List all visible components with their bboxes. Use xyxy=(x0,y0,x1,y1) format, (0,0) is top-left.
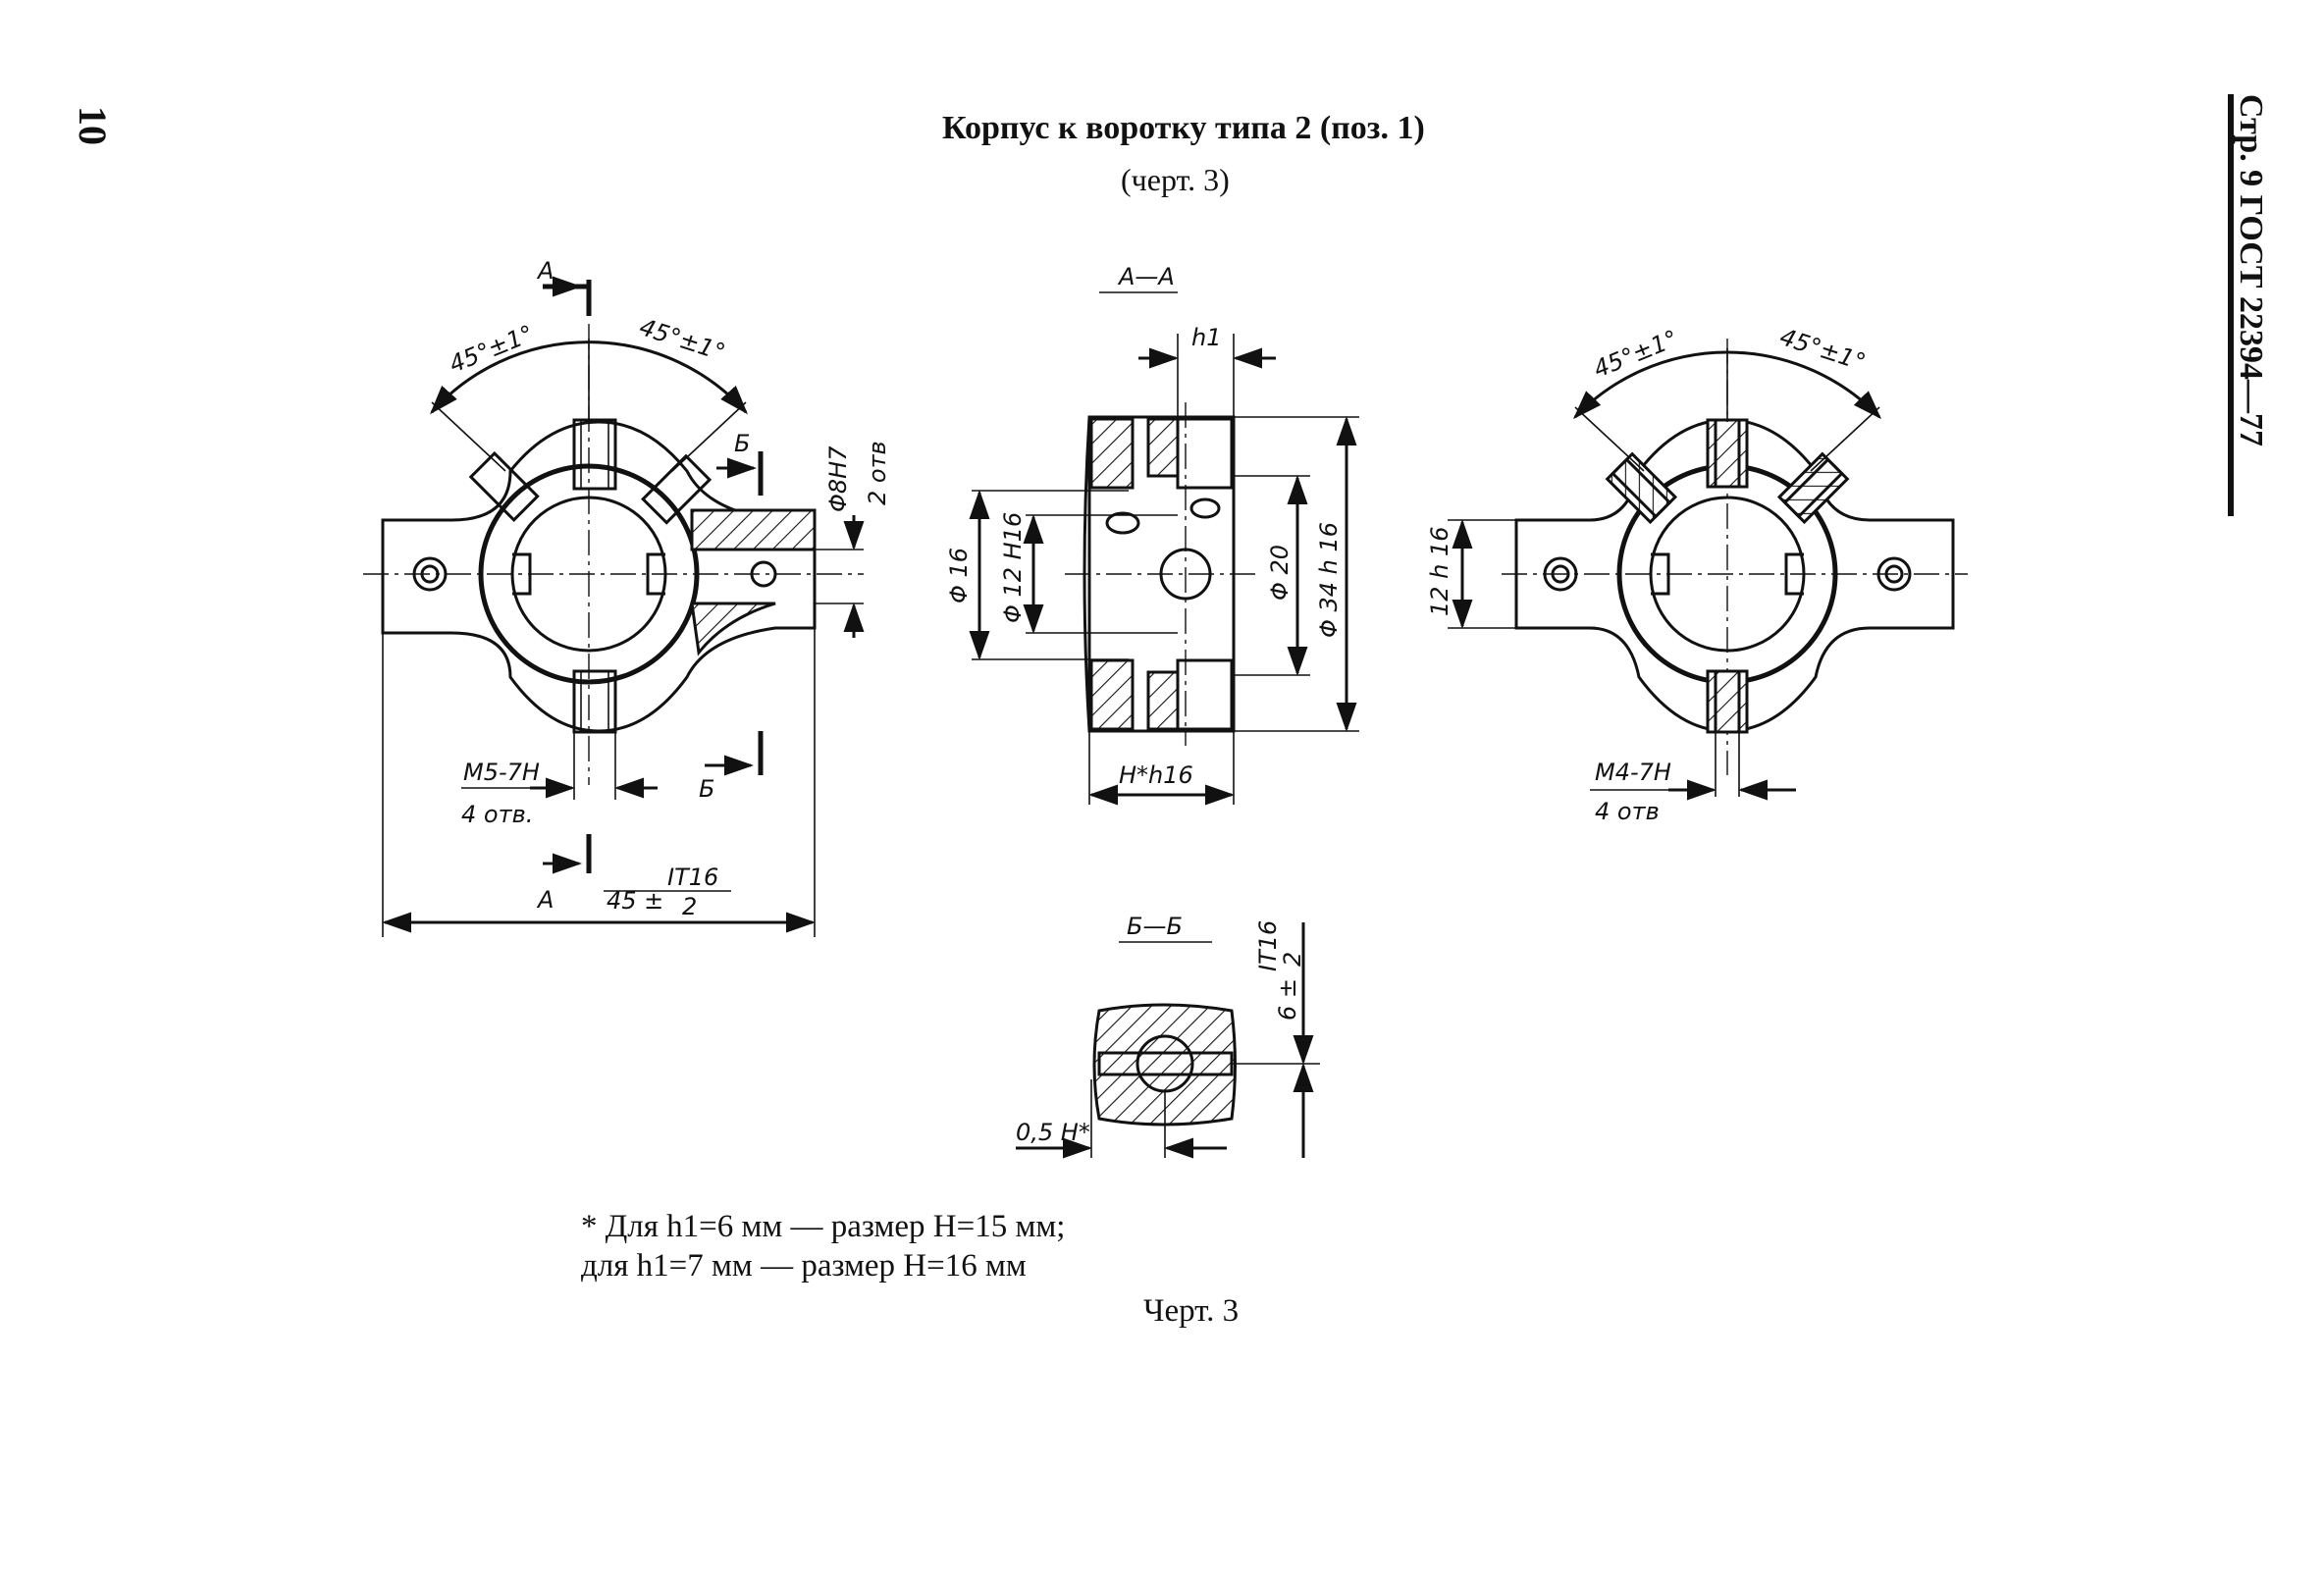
holes-2-label: 2 отв xyxy=(864,441,891,505)
holes-4a-label: 4 отв. xyxy=(461,801,533,828)
left-view xyxy=(363,276,865,937)
page-title: Корпус к воротку типа 2 (поз. 1) xyxy=(942,110,1425,146)
dim-12h16-label: 12 h 16 xyxy=(1426,526,1453,616)
thread-m5-label: М5-7Н xyxy=(463,759,540,786)
section-mark-a-bottom: А xyxy=(536,886,554,914)
figure-caption: Черт. 3 xyxy=(1143,1293,1240,1329)
section-aa-view xyxy=(969,291,1359,806)
it16-label: IТ16 xyxy=(667,864,718,891)
dim-6-it16-label: IТ16 xyxy=(1254,920,1282,971)
section-mark-b-bottom: Б xyxy=(699,775,714,803)
d34-label: Φ 34 h 16 xyxy=(1315,522,1343,638)
dim-6-div2-label: 2 xyxy=(1279,952,1306,967)
h1-label: h1 xyxy=(1191,324,1221,351)
angle-label-right-2: 45°±1° xyxy=(1776,323,1869,376)
holes-4b-label: 4 отв xyxy=(1595,798,1660,825)
half-h-label: 0,5 Н* xyxy=(1016,1119,1090,1146)
section-bb-view xyxy=(1016,922,1320,1159)
angle-label-left-2: 45°±1° xyxy=(636,313,728,366)
d16-label: Φ 16 xyxy=(945,548,973,603)
section-aa-title: А—А xyxy=(1117,263,1175,290)
d12-label: Φ 12 Н16 xyxy=(999,512,1027,623)
thread-m4-label: М4-7Н xyxy=(1595,759,1671,786)
footnote-line-2: для h1=7 мм — размер H=16 мм xyxy=(581,1248,1027,1284)
page-subtitle: (черт. 3) xyxy=(1121,162,1230,197)
side-header-rule xyxy=(2228,94,2234,516)
section-bb-title: Б—Б xyxy=(1127,913,1183,940)
div2-label: 2 xyxy=(682,893,697,920)
width-45-label: 45 ± xyxy=(607,887,663,915)
h-h16-label: Н*h16 xyxy=(1119,761,1193,789)
section-mark-b-top: Б xyxy=(734,430,750,457)
hole-d8-label: Φ8Н7 xyxy=(824,445,852,512)
section-mark-a-top: А xyxy=(536,257,554,285)
right-view xyxy=(1448,339,1968,801)
footnote-line-1: * Для h1=6 мм — размер H=15 мм; xyxy=(581,1209,1066,1244)
angle-label-left-1: 45°±1° xyxy=(446,320,538,379)
d20-label: Φ 20 xyxy=(1266,545,1294,601)
dim-6-label: 6 ± xyxy=(1274,978,1301,1021)
